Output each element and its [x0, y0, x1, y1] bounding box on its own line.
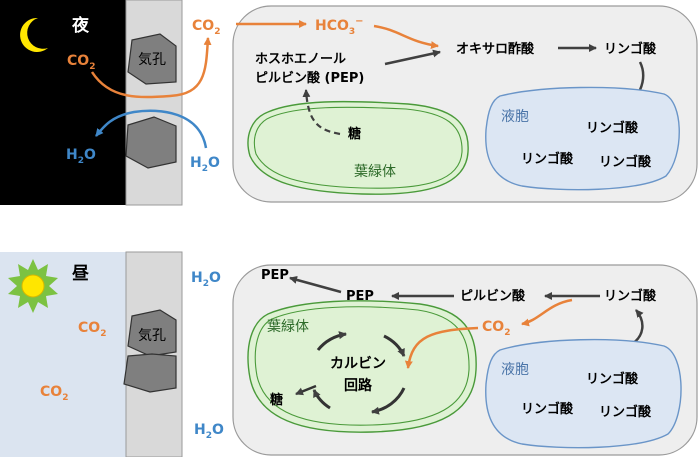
calvin-cycle-label-line1: カルビン: [330, 356, 386, 372]
guard-cell-upper-closed: [127, 309, 177, 357]
sun-icon: [8, 259, 58, 313]
night-vacuole: [485, 86, 680, 191]
night-sugar: 糖: [348, 126, 361, 142]
day-vacuole-label: 液胞: [501, 362, 529, 378]
calvin-cycle-arrow: [383, 334, 406, 357]
night-sugar-to-pep-arrow: [302, 89, 341, 136]
night-co2-outside: CO2: [67, 53, 95, 72]
night-vacuole-label: 液胞: [501, 109, 529, 125]
calvin-cycle-arrow: [371, 387, 406, 415]
night-oxaloacetate: オキサロ酢酸: [456, 41, 535, 57]
day-chloroplast-inner-membrane: [254, 306, 470, 426]
day-chloroplast: [247, 300, 477, 433]
day-stoma-label: 気孔: [138, 328, 166, 344]
guard-cell-lower-closed: [123, 353, 177, 393]
day-sugar: 糖: [270, 392, 283, 408]
calvin-cycle-arrow: [316, 331, 347, 351]
guard-cell-upper: [127, 33, 177, 85]
night-sky: [0, 0, 126, 205]
night-chloroplast: [247, 100, 469, 195]
calvin-to-sugar-arrow: [295, 384, 317, 396]
night-pep-line1: ホスホエノール: [255, 52, 346, 67]
night-leaf-surface: [125, 0, 183, 206]
day-h2o-top: H2O: [191, 270, 221, 289]
day-pyruvate: ピルビン酸: [460, 288, 526, 304]
day-co2-to-calvin-arrow: [404, 326, 479, 369]
calvin-cycle-arrow: [312, 389, 331, 410]
night-hco3-to-oxaloacetate-arrow: [373, 24, 439, 50]
day-title: 昼: [72, 264, 89, 284]
night-h2o-outside: H2O: [66, 147, 96, 166]
calvin-cycle-label-line2: 回路: [344, 377, 373, 394]
day-chloroplast-label: 葉緑体: [267, 319, 309, 335]
night-hco3: HCO3−: [315, 16, 364, 37]
day-pep-out: PEP: [261, 268, 289, 283]
day-vacuole-malate: リンゴ酸: [599, 404, 652, 420]
night-pep-to-oxaloacetate-arrow: [384, 49, 441, 66]
day-h2o-bottom: H2O: [194, 422, 224, 441]
day-vacuole-malate: リンゴ酸: [586, 371, 639, 387]
day-malate: リンゴ酸: [604, 288, 657, 304]
night-title: 夜: [71, 15, 90, 36]
day-vacuole-malate: リンゴ酸: [521, 401, 574, 417]
night-co2-inside: CO2: [192, 18, 220, 37]
day-co2-inside: CO2: [482, 319, 510, 338]
night-vacuole-malate: リンゴ酸: [599, 154, 652, 170]
day-vacuole: [485, 338, 682, 449]
moon-icon: [20, 17, 48, 52]
day-pep-out-arrow: [289, 275, 342, 294]
day-co2-outside: CO2: [40, 384, 68, 403]
night-h2o-inside: H2O: [190, 155, 220, 174]
day-panel: 昼 CO2 CO2 気孔 H2O H2O PEP PEP ピルビン酸 リンゴ酸 …: [0, 251, 698, 458]
night-panel: 夜 気孔 CO2 H2O CO2 H2O HCO3− ホスホエノール ピルビン酸…: [0, 0, 698, 206]
day-malate-to-co2-arrow: [521, 298, 573, 327]
night-vacuole-malate: リンゴ酸: [586, 120, 639, 136]
night-chloroplast-label: 葉緑体: [354, 164, 396, 180]
night-vacuole-malate: リンゴ酸: [521, 151, 574, 167]
guard-cell-lower: [125, 116, 177, 169]
night-stoma-label: 気孔: [138, 52, 166, 68]
night-co2-uptake-arrow: [90, 37, 212, 99]
sun-disc: [21, 274, 45, 298]
night-malate: リンゴ酸: [604, 41, 657, 57]
night-chloroplast-inner-membrane: [253, 106, 463, 189]
night-pep-line2: ピルビン酸 (PEP): [255, 70, 364, 86]
night-h2o-loss-arrow: [95, 109, 208, 149]
day-co2-outside: CO2: [78, 320, 106, 339]
